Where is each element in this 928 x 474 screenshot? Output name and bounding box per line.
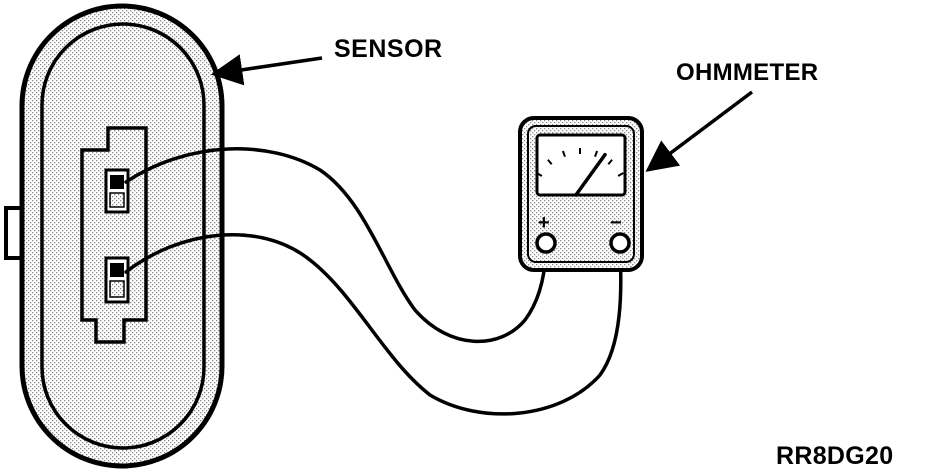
ohmmeter-callout-arrow (645, 90, 754, 172)
ohmmeter-scale-tick (617, 172, 624, 177)
sensor-callout-arrow (210, 54, 323, 86)
test-leads (124, 147, 623, 416)
ohmmeter-scale-ticks (536, 148, 624, 177)
ohmmeter-inner-panel (527, 125, 635, 263)
ohmmeter-scale-tick (547, 159, 553, 165)
sensor-upper-terminal (104, 168, 130, 214)
ohmmeter-scale-tick (594, 150, 599, 158)
sensor-label: SENSOR (334, 35, 443, 63)
ohmmeter: + − (518, 116, 644, 272)
sensor-lower-terminal (104, 256, 130, 304)
ohmmeter-minus-label: − (610, 212, 622, 234)
ohmmeter-plus-label: + (538, 212, 550, 234)
ohmmeter-scale-tick (536, 172, 543, 177)
ohmmeter-dial-window (535, 133, 627, 197)
ohmmeter-scale-tick (607, 159, 613, 165)
ohmmeter-needle (574, 152, 607, 197)
sensor-connector-body (80, 126, 148, 344)
ohmmeter-label: OHMMETER (676, 59, 818, 86)
test-lead-positive (124, 147, 548, 343)
sensor (4, 3, 225, 469)
ohmmeter-scale-tick (561, 150, 566, 158)
ohmmeter-positive-terminal (535, 232, 557, 254)
test-lead-negative (124, 233, 623, 416)
figure-id-label: RR8DG20 (776, 442, 893, 470)
ohmmeter-negative-terminal (609, 232, 631, 254)
